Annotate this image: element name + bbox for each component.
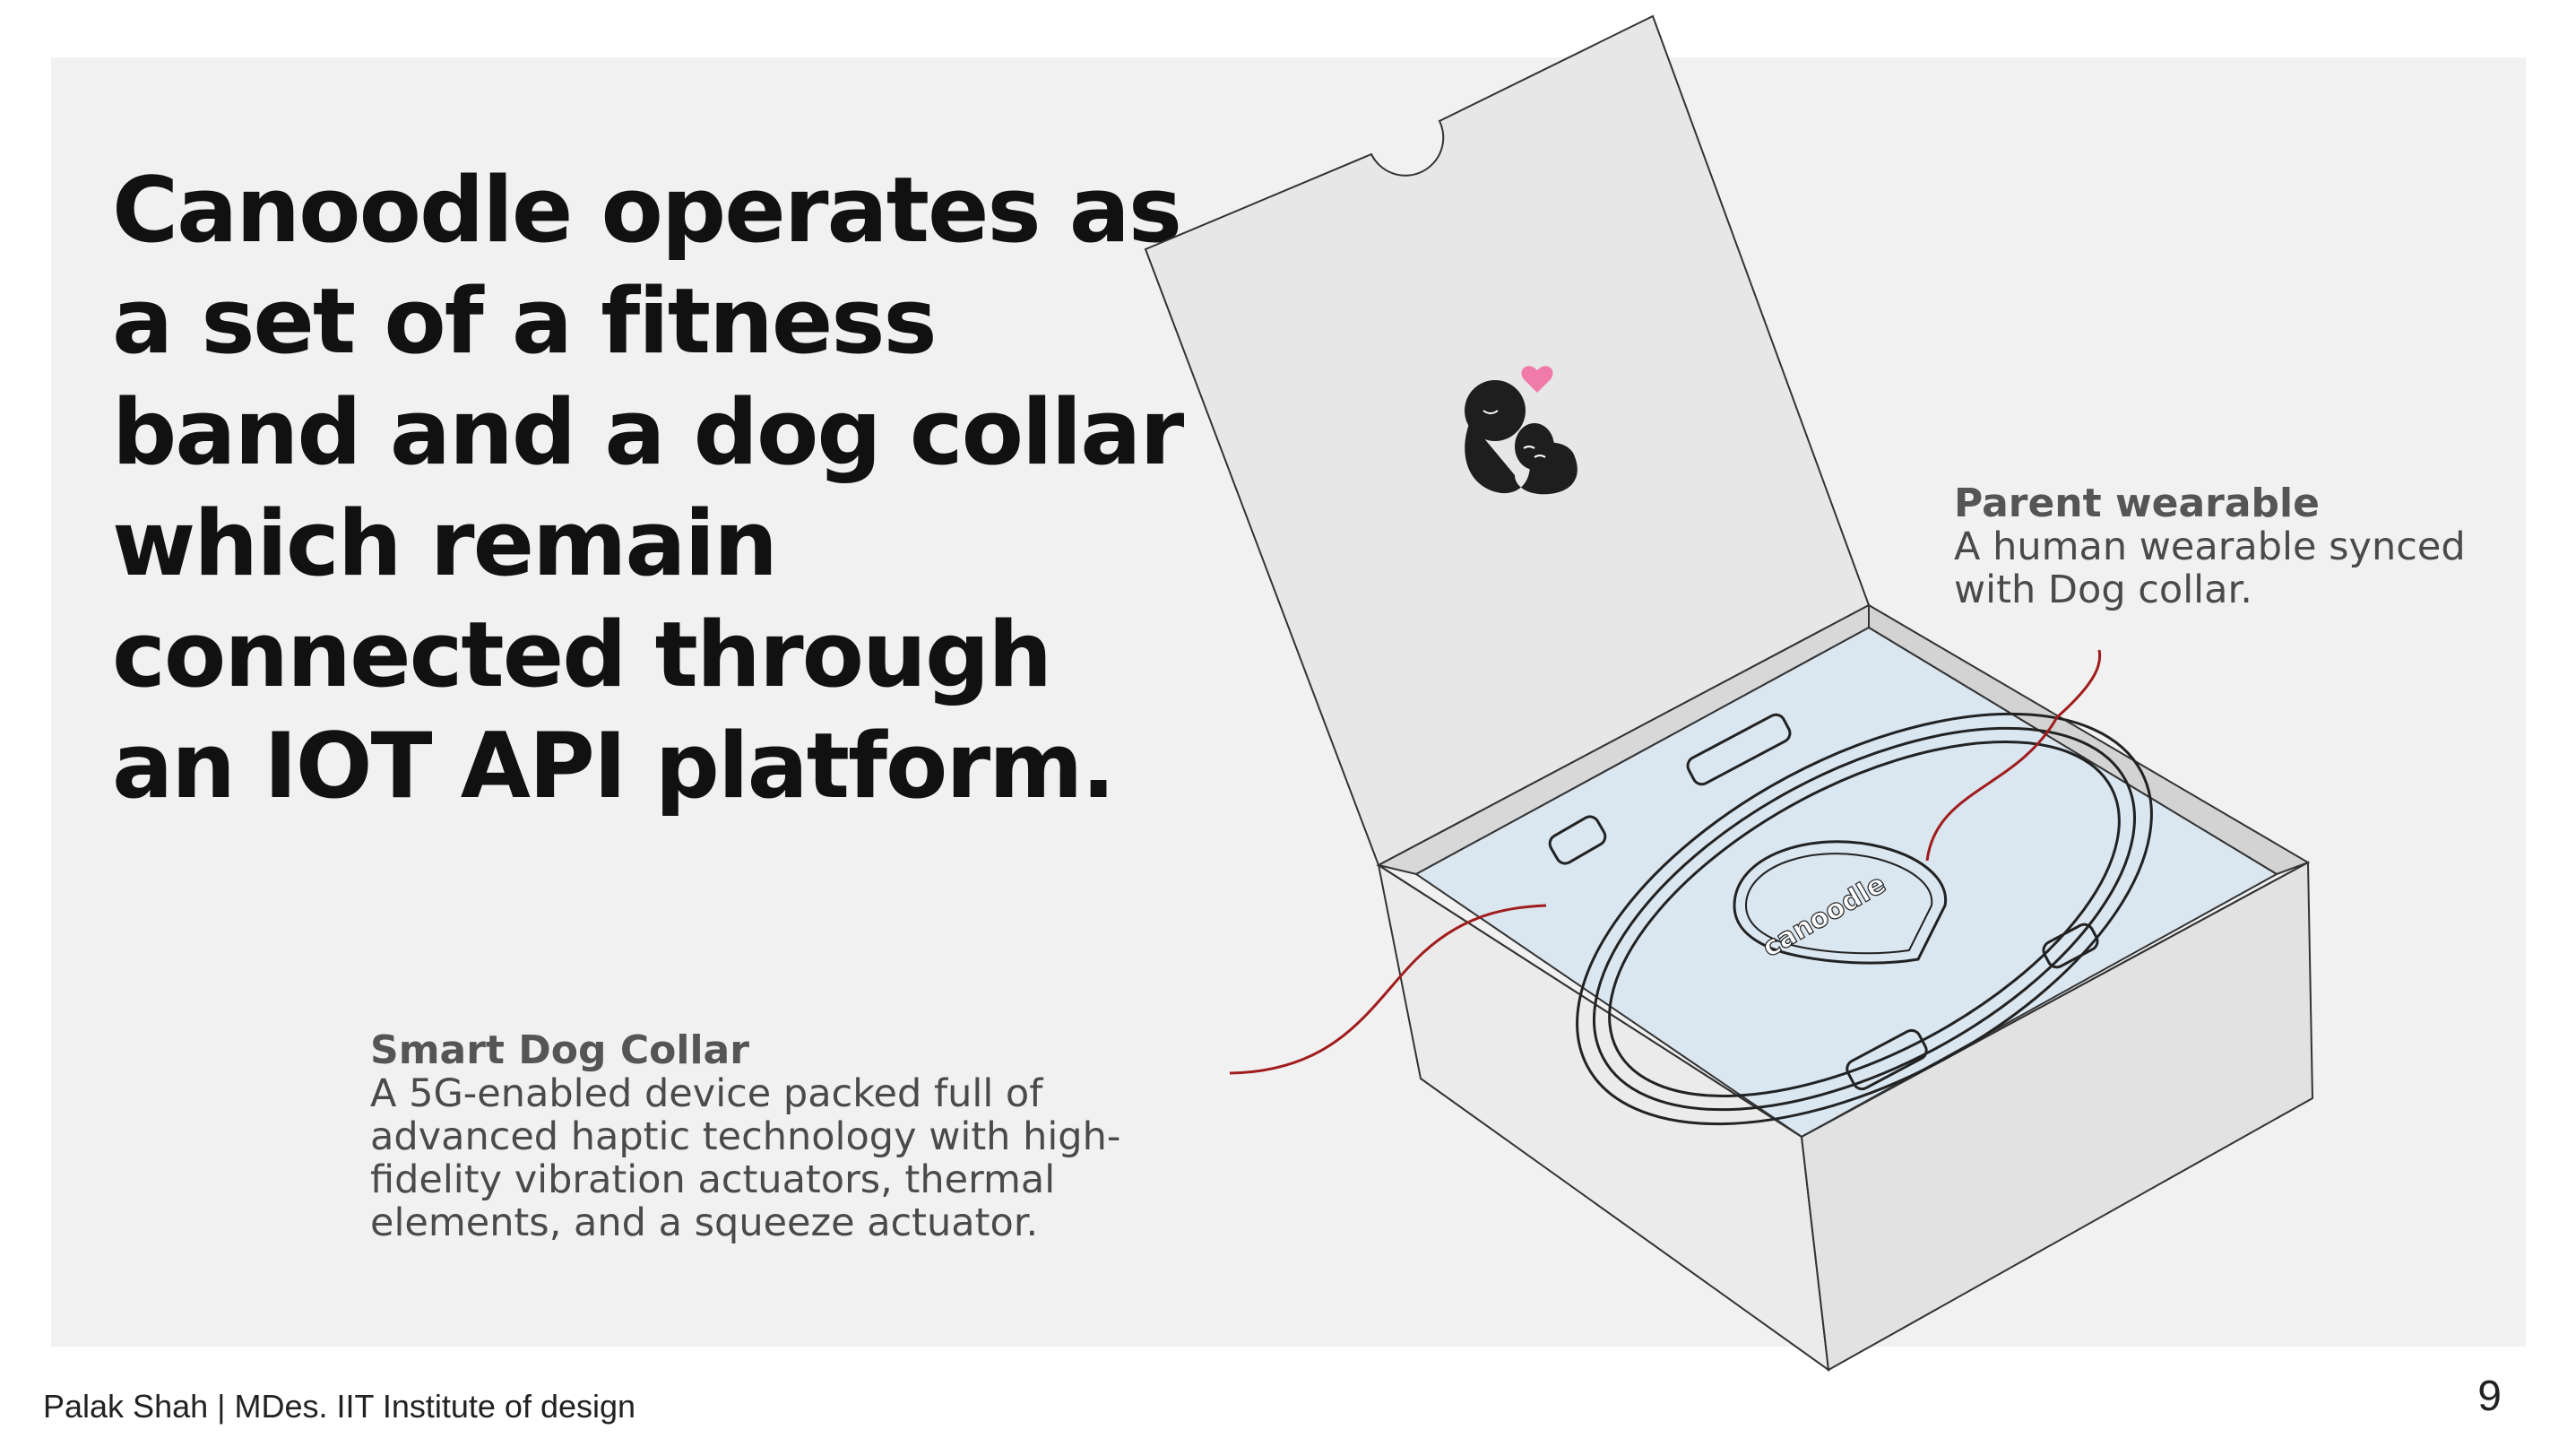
box-lid — [1144, 14, 1871, 867]
smart-dog-collar-title: Smart Dog Collar — [370, 1027, 749, 1073]
parent-wearable-title: Parent wearable — [1954, 481, 2320, 526]
parent-wearable-leader-line — [1925, 649, 2102, 862]
heart-icon — [1521, 366, 1553, 393]
footer-credit: Palak Shah | MDes. IIT Institute of desi… — [43, 1388, 636, 1425]
dog-collar-illustration — [1548, 712, 2153, 1126]
parent-wearable-description: A human wearable synced with Dog collar. — [1954, 524, 2466, 612]
canoodle-logo-icon — [1465, 380, 1578, 495]
slide-headline: Canoodle operates as a set of a fitness … — [112, 157, 1184, 819]
page-number: 9 — [2477, 1373, 2502, 1420]
smart-dog-collar-description: A 5G-enabled device packed full of advan… — [370, 1071, 1121, 1245]
smart-dog-collar-callout: Smart Dog Collar A 5G-enabled device pac… — [370, 1027, 1231, 1245]
dog-collar-leader-line — [1229, 904, 1547, 1075]
parent-wearable-callout: Parent wearable A human wearable synced … — [1954, 481, 2510, 612]
parent-wearable-puck: canoodle — [1733, 840, 1948, 965]
